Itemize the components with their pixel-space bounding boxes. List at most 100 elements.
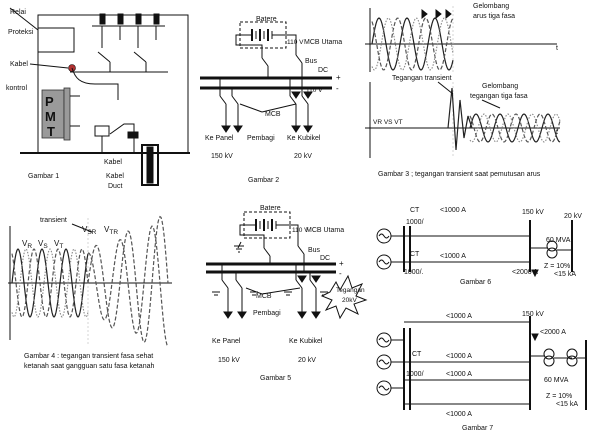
g6-label-ct-1: CT: [410, 207, 420, 214]
g4-transient-sr: [87, 215, 169, 344]
g5-label-20kv: 20 kV: [298, 357, 316, 364]
label-vr: VR: [22, 239, 32, 250]
caption-gambar-4-1: Gambar 4 : tegangan transient fasa sehat: [24, 353, 153, 360]
g3-transient-leader: [437, 81, 454, 95]
g7-transformer-4: [566, 355, 578, 367]
caption-gambar-5: Gambar 5: [260, 375, 291, 382]
cable-in-duct: [146, 146, 154, 184]
g7-transformer-1: [543, 348, 555, 360]
gambar-3: Gelombang arus tiga fasa t Tegangan tran…: [365, 3, 561, 178]
g6-label-ratio-1: 1000/: [406, 219, 424, 226]
relay-box: [37, 27, 75, 53]
g5-mcb-utama-1: [263, 247, 271, 257]
control-cable: [71, 67, 119, 100]
label-vtr: VTR: [104, 225, 118, 236]
gambar-6: 150 kV 20 kV CT 1000/ CT 1000/. <1000 A …: [376, 207, 582, 286]
label-gelombang-tegangan-2: tegangan tiga fasa: [470, 93, 528, 100]
g4-wave-t: [11, 248, 89, 318]
g5-label-mcb-utama: MCB Utama: [306, 227, 344, 234]
g5-label-pembagi: Pembagi: [253, 310, 281, 317]
label-ke-panel: Ke Panel: [205, 135, 234, 142]
g7-label-ratio: 1000/: [406, 371, 424, 378]
g4-transient-leader: [71, 223, 93, 233]
label-proteksi: Proteksi: [8, 29, 34, 36]
g6-label-i3: <2000 A: [512, 269, 538, 276]
label-mcb-utama: MCB Utama: [304, 39, 342, 46]
g5-label-20kv-burst: 20kV: [342, 297, 357, 304]
mcb-leader: [239, 103, 263, 113]
g5-label-dc: DC: [320, 255, 330, 262]
g7-label-ct: CT: [412, 351, 422, 358]
label-bus: Bus: [305, 58, 318, 65]
label-tegangan-transient: Tegangan transient: [392, 75, 452, 82]
g5-label-tegangan: Tegangan: [336, 287, 365, 294]
mcb-utama-2: [295, 54, 303, 64]
g7-label-i3: <1000 A: [446, 353, 472, 360]
g6-label-i2: <1000 A: [440, 253, 466, 260]
gambar-4: transient VSR VTR VR VS VT Gambar 4 : te…: [8, 215, 172, 370]
g3-transient-spike: [447, 87, 473, 151]
label-20kv: 20 kV: [294, 153, 312, 160]
g6-label-ratio-2: 1000/.: [404, 269, 424, 276]
g7-label-i1: <1000 A: [446, 313, 472, 320]
g5-label-bus: Bus: [308, 247, 321, 254]
g6-label-ka: <15 kA: [554, 271, 576, 278]
g5-label-150kv: 150 kV: [218, 357, 240, 364]
g5-label-plus: +: [339, 259, 344, 268]
g5-label-minus: -: [339, 269, 342, 278]
g5-label-mcb: MCB: [256, 293, 272, 300]
g7-transformer-3: [566, 348, 578, 360]
caption-gambar-3: Gambar 3 ; tegangan transient saat pemut…: [378, 171, 541, 178]
mcb-utama-1: [261, 57, 269, 67]
g6-label-ct-2: CT: [410, 251, 420, 258]
label-gelombang-arus-1: Gelombang: [473, 3, 509, 10]
pmt-label-m: M: [45, 109, 56, 124]
gambar-7: 150 kV CT 1000/ <1000 A <2000 A <1000 A …: [376, 311, 587, 432]
g6-label-20kv: 20 kV: [564, 213, 582, 220]
g3-current-wave-t: [371, 17, 454, 71]
g7-label-mva: 60 MVA: [544, 377, 569, 384]
pmt-side: [63, 87, 71, 141]
label-150kv: 150 kV: [211, 153, 233, 160]
cable-head: [94, 125, 110, 137]
battery-plus-lead: [280, 34, 297, 55]
label-vsr: VSR: [82, 225, 97, 236]
label-kabel-duct-2: Duct: [108, 183, 122, 190]
g5-label-110v: 110 V: [292, 227, 309, 234]
label-dc: DC: [318, 67, 328, 74]
label-t-bottom: t: [556, 129, 558, 136]
label-pembagi: Pembagi: [247, 135, 275, 142]
label-kabel: Kabel: [10, 61, 28, 68]
label-plus: +: [336, 73, 341, 82]
g5-ground-marks: [234, 241, 244, 253]
label-batere: Batere: [256, 16, 277, 23]
g5-label-ke-kubikel: Ke Kubikel: [289, 338, 323, 345]
relai-leader: [9, 7, 39, 31]
label-kabel-duct-1: Kabel: [106, 173, 124, 180]
g6-label-mva: 60 MVA: [546, 237, 571, 244]
isolators-top: [70, 13, 168, 73]
cable-gland: [127, 131, 139, 139]
label-transient: transient: [40, 217, 67, 224]
g7-label-i2: <2000 A: [540, 329, 566, 336]
g4-transient-tr: [87, 225, 169, 347]
g7-label-z: Z = 10%: [546, 393, 572, 400]
g7-label-150kv: 150 kV: [522, 311, 544, 318]
g5-label-batere: Batere: [260, 205, 281, 212]
label-vt: VT: [54, 239, 63, 250]
g6-transformer-1: [546, 240, 558, 252]
label-minus: -: [336, 84, 339, 93]
g7-transformer-2: [543, 355, 555, 367]
label-ke-kubikel: Ke Kubikel: [287, 135, 321, 142]
label-phases: VR VS VT: [373, 119, 403, 126]
g6-label-z: Z = 10%: [544, 263, 570, 270]
cable-duct: [141, 144, 159, 186]
g7-label-i5: <1000 A: [446, 411, 472, 418]
label-gelombang-tegangan-1b: Gelombang: [482, 83, 518, 90]
label-mcb: MCB: [265, 111, 281, 118]
caption-gambar-7: Gambar 7: [462, 425, 493, 432]
label-110v-2: 110 V: [306, 87, 323, 94]
label-110v: 110 V: [287, 39, 304, 46]
